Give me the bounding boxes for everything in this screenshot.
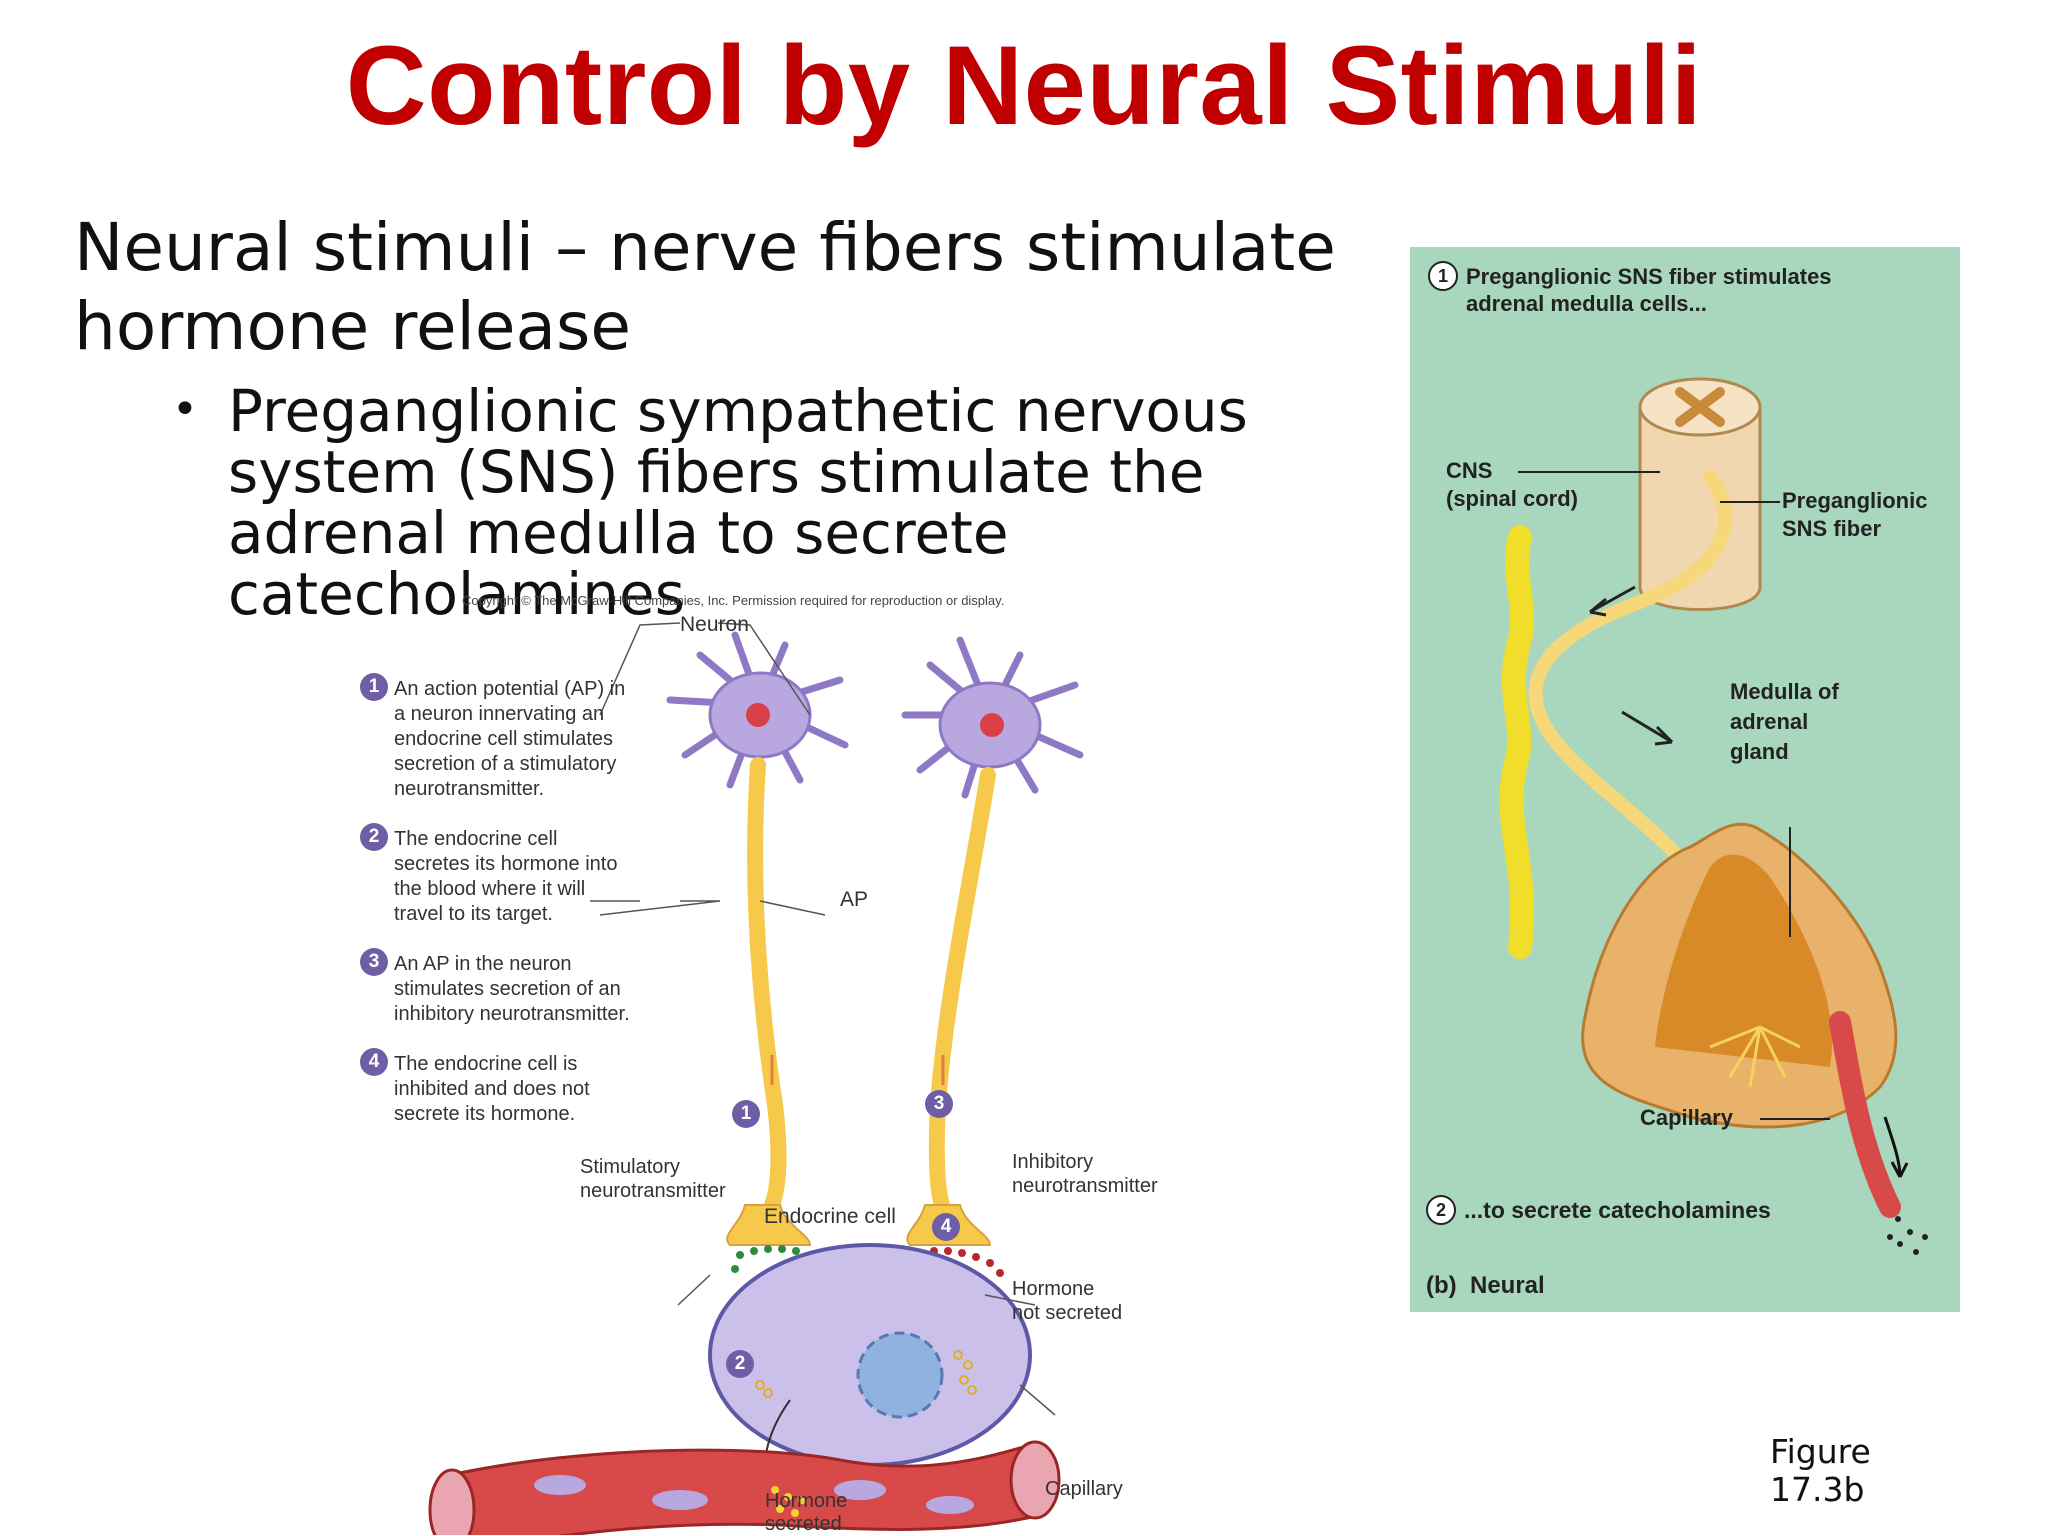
diagram-badge-1: 1 <box>732 1100 760 1128</box>
step-badge-1: 1 <box>360 673 388 701</box>
capillary-end-left <box>428 1468 476 1535</box>
capillary-arrow-head <box>1890 1161 1909 1178</box>
slide-title: Control by Neural Stimuli <box>345 23 1703 148</box>
neuron-label: Neuron <box>680 613 749 636</box>
medulla-nerve-branches <box>1709 1025 1801 1088</box>
diagram-badge-4: 4 <box>932 1213 960 1241</box>
diagram-badge-2: 2 <box>726 1350 754 1378</box>
gray-matter-icon <box>1675 387 1725 427</box>
endocrine-nucleus <box>856 1331 944 1419</box>
neuron-right-nucleus <box>980 713 1004 737</box>
terminal-left <box>726 1204 812 1246</box>
spinal-cord-segment <box>1638 405 1762 611</box>
sympathetic-trunk <box>1499 525 1535 959</box>
bullet-dot: • <box>172 384 198 435</box>
endocrine-cell-label: Endocrine cell <box>764 1205 896 1228</box>
panel-step-1-badge: 1 <box>1428 261 1458 291</box>
capillary-end-right <box>1009 1440 1061 1520</box>
secreted-hormone-dots <box>771 1486 806 1517</box>
step-badge-3: 3 <box>360 948 388 976</box>
axon-left <box>747 757 787 1213</box>
capillary-cells <box>534 1475 974 1514</box>
hormone-granules <box>755 1350 977 1398</box>
capillary-arrow <box>1883 1116 1902 1178</box>
cns-label: CNS(spinal cord) <box>1446 458 1579 511</box>
panel-capillary-label: Capillary <box>1640 1105 1733 1130</box>
panel-step-2-badge: 2 <box>1426 1195 1456 1225</box>
copyright-notice: Copyright © The McGraw-Hill Companies, I… <box>462 593 1005 608</box>
panel-step-2-text: ...to secrete catecholamines <box>1464 1197 1771 1223</box>
neural-control-diagram: Copyright © The McGraw-Hill Companies, I… <box>340 585 1200 1535</box>
stimulatory-dots <box>731 1245 800 1273</box>
intro-text: Neural stimuli – nerve fibers stimulate … <box>74 209 1336 365</box>
capillary-tube <box>1829 1011 1901 1218</box>
panel-caption: (b) Neural <box>1426 1272 1545 1299</box>
neuron-left-nucleus <box>746 703 770 727</box>
arrow-down-right-head <box>1654 725 1674 746</box>
figure-label: Figure 17.3b <box>1770 1432 1871 1509</box>
axon-right <box>928 767 996 1213</box>
step-badge-4: 4 <box>360 1048 388 1076</box>
diagram-badge-3: 3 <box>925 1090 953 1118</box>
capillary-label-left: Capillary <box>1045 1478 1123 1500</box>
step-badge-2: 2 <box>360 823 388 851</box>
arrow-down-right <box>1621 710 1673 744</box>
arrow-down-left-head <box>1589 597 1607 617</box>
ap-label: AP <box>840 888 869 911</box>
catecholamine-dots <box>1887 1216 1928 1255</box>
neural-control-illustration <box>428 622 1084 1535</box>
bullet-text: Preganglionic sympathetic nervous system… <box>228 377 1248 628</box>
adrenal-illustration <box>1499 377 1928 1255</box>
adrenal-medulla <box>1655 854 1832 1067</box>
